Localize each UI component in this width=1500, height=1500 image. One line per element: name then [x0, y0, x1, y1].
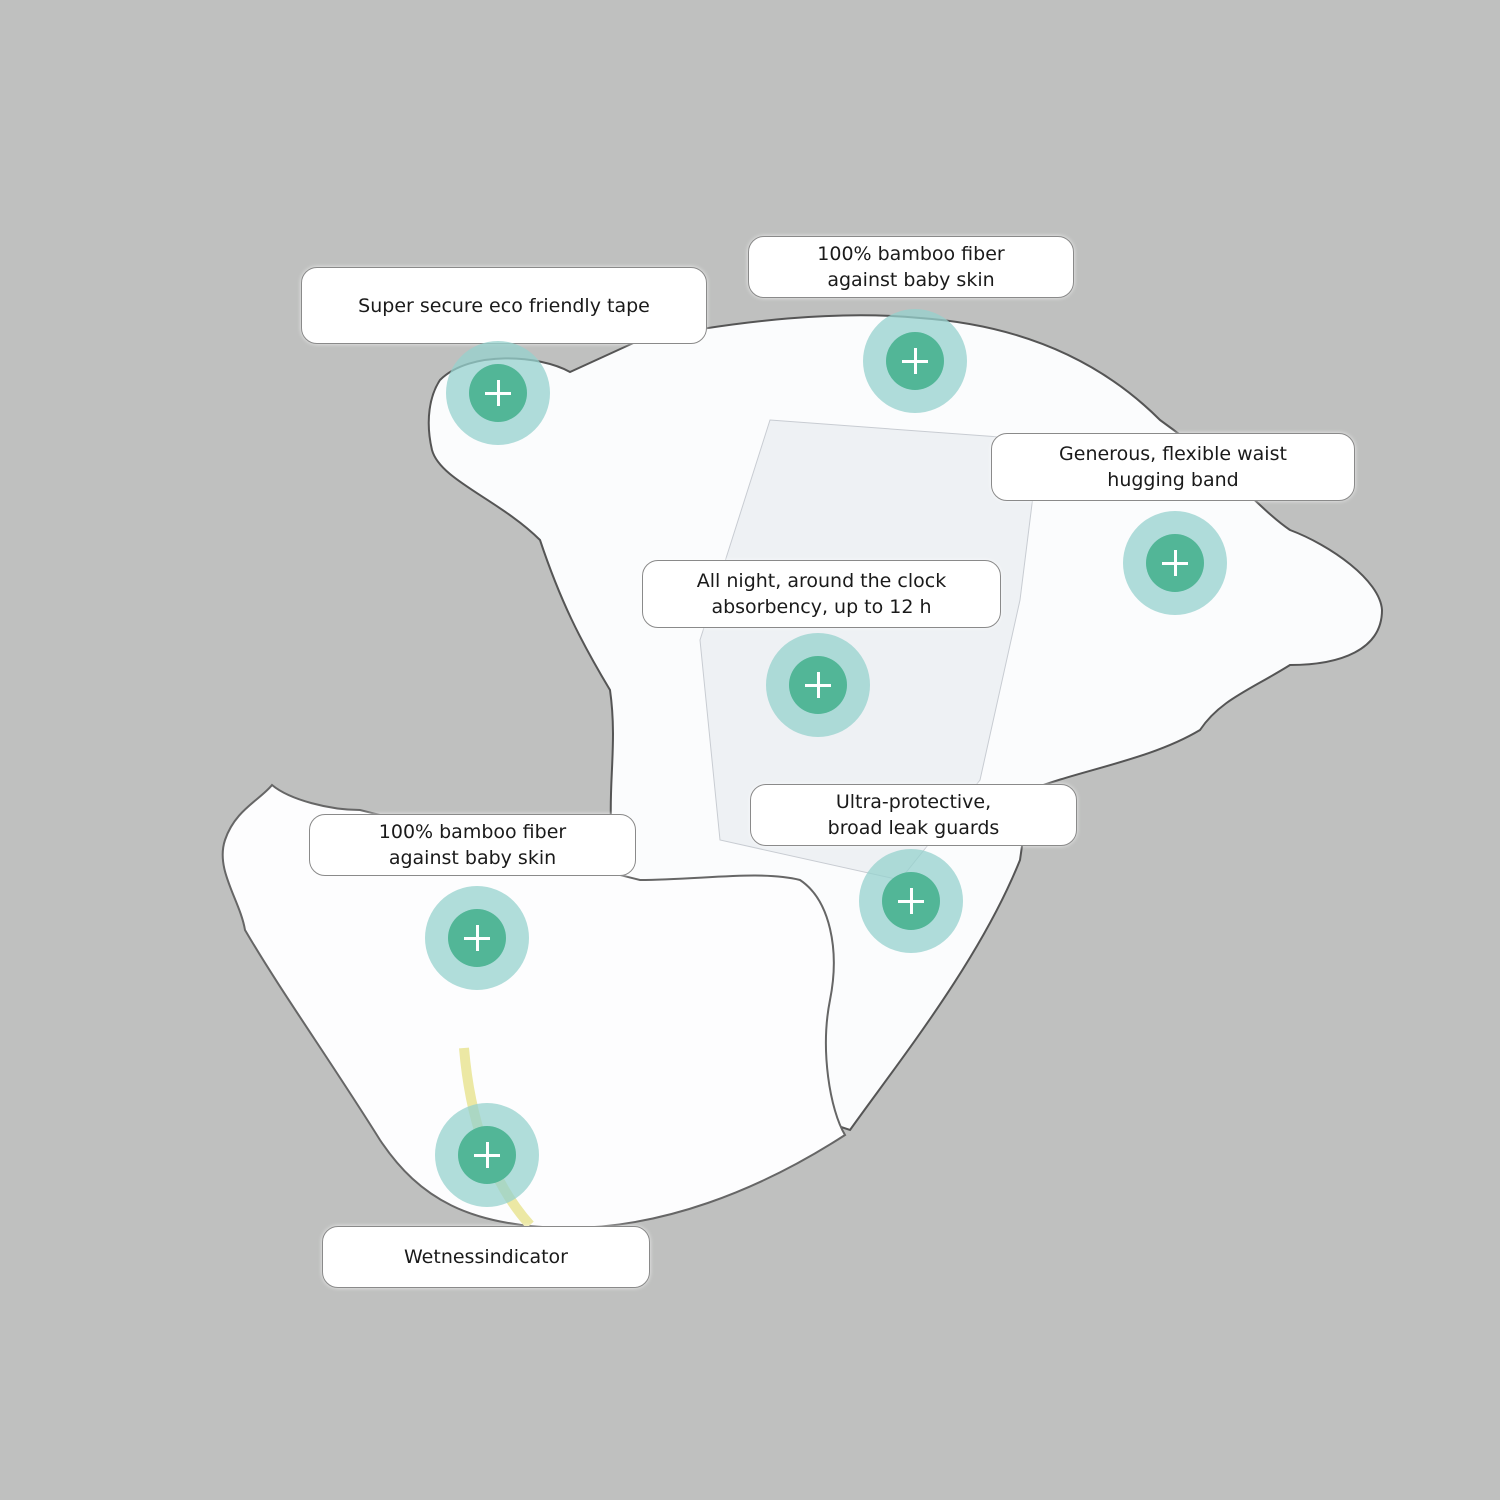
- diaper-front-panel: [221, 783, 847, 1230]
- plus-icon: [886, 332, 944, 390]
- plus-icon: [1146, 534, 1204, 592]
- hotspot-waist-band[interactable]: [1123, 511, 1227, 615]
- feature-label-tape: Super secure eco friendly tape: [301, 267, 707, 344]
- feature-label-bamboo-front: 100% bamboo fiber against baby skin: [309, 814, 636, 876]
- feature-label-waist-band: Generous, flexible waist hugging band: [991, 433, 1355, 501]
- label-text: absorbency, up to 12 h: [711, 596, 932, 618]
- label-text: Ultra-protective,: [835, 791, 992, 813]
- label-text: Wetnessindicator: [404, 1246, 568, 1268]
- hotspot-wetness-indicator[interactable]: [435, 1103, 539, 1207]
- label-text: broad leak guards: [827, 817, 1000, 839]
- feature-label-wetness-indicator: Wetnessindicator: [322, 1226, 650, 1288]
- label-text: hugging band: [1107, 469, 1239, 491]
- plus-icon: [789, 656, 847, 714]
- label-text: Super secure eco friendly tape: [358, 294, 650, 317]
- feature-label-absorbency: All night, around the clock absorbency, u…: [642, 560, 1001, 628]
- feature-label-leak-guards: Ultra-protective, broad leak guards: [750, 784, 1077, 846]
- feature-label-bamboo-top: 100% bamboo fiber against baby skin: [748, 236, 1074, 298]
- label-text: All night, around the clock: [696, 570, 947, 592]
- label-text: against baby skin: [827, 269, 995, 291]
- plus-icon: [448, 909, 506, 967]
- plus-icon: [469, 364, 527, 422]
- plus-icon: [458, 1126, 516, 1184]
- hotspot-absorbency[interactable]: [766, 633, 870, 737]
- plus-icon: [882, 872, 940, 930]
- hotspot-tape[interactable]: [446, 341, 550, 445]
- hotspot-leak-guards[interactable]: [859, 849, 963, 953]
- hotspot-bamboo-front[interactable]: [425, 886, 529, 990]
- label-text: against baby skin: [388, 847, 557, 869]
- label-text: 100% bamboo fiber: [378, 821, 567, 843]
- hotspot-bamboo-top[interactable]: [863, 309, 967, 413]
- label-text: 100% bamboo fiber: [817, 243, 1005, 265]
- label-text: Generous, flexible waist: [1059, 443, 1287, 465]
